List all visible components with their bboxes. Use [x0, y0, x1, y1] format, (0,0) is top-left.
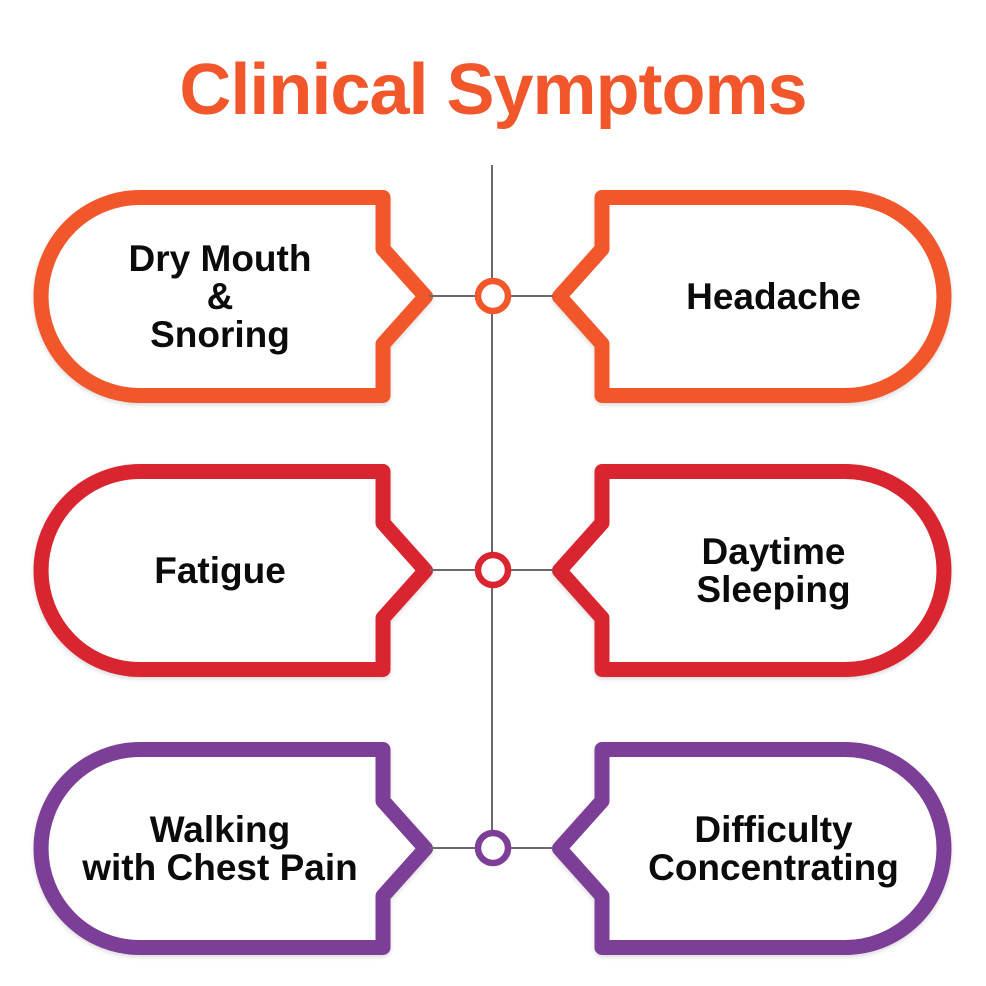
shape-outline — [33, 464, 433, 677]
symptom-label-fatigue: Fatigue — [154, 549, 286, 591]
node-ring — [474, 277, 512, 315]
connector-line-left-row2 — [429, 569, 475, 571]
symptom-label-headache: Headache — [686, 275, 861, 317]
connector-line-left-row1 — [429, 295, 475, 297]
symptom-label-dry-mouth-snoring: Dry Mouth & Snoring — [128, 237, 312, 355]
center-timeline-line — [491, 165, 493, 849]
symptom-shape-dry-mouth-snoring — [33, 190, 433, 403]
connector-line-left-row3 — [429, 847, 475, 849]
timeline-node-row1 — [474, 277, 512, 315]
shape-outline — [552, 190, 952, 403]
symptom-shape-headache — [552, 190, 952, 403]
timeline-node-row2 — [474, 551, 512, 589]
shape-outline — [552, 742, 952, 955]
symptom-shape-fatigue — [33, 464, 433, 677]
page-title: Clinical Symptoms — [179, 50, 807, 130]
node-ring — [474, 551, 512, 589]
shape-outline — [33, 742, 433, 955]
shape-outline — [33, 190, 433, 403]
timeline-node-row3 — [474, 829, 512, 867]
connector-line-right-row3 — [510, 847, 553, 849]
connector-line-right-row1 — [510, 295, 553, 297]
symptom-label-daytime-sleeping: Daytime Sleeping — [696, 530, 851, 610]
node-ring — [474, 829, 512, 867]
symptom-shape-difficulty-concentrating — [552, 742, 952, 955]
shape-outline — [552, 464, 952, 677]
connector-line-right-row2 — [510, 569, 553, 571]
symptom-label-difficulty-concentrating: Difficulty Concentrating — [648, 808, 899, 888]
symptom-shape-daytime-sleeping — [552, 464, 952, 677]
symptom-shape-walking-chest-pain — [33, 742, 433, 955]
symptom-label-walking-chest-pain: Walking with Chest Pain — [82, 808, 358, 888]
